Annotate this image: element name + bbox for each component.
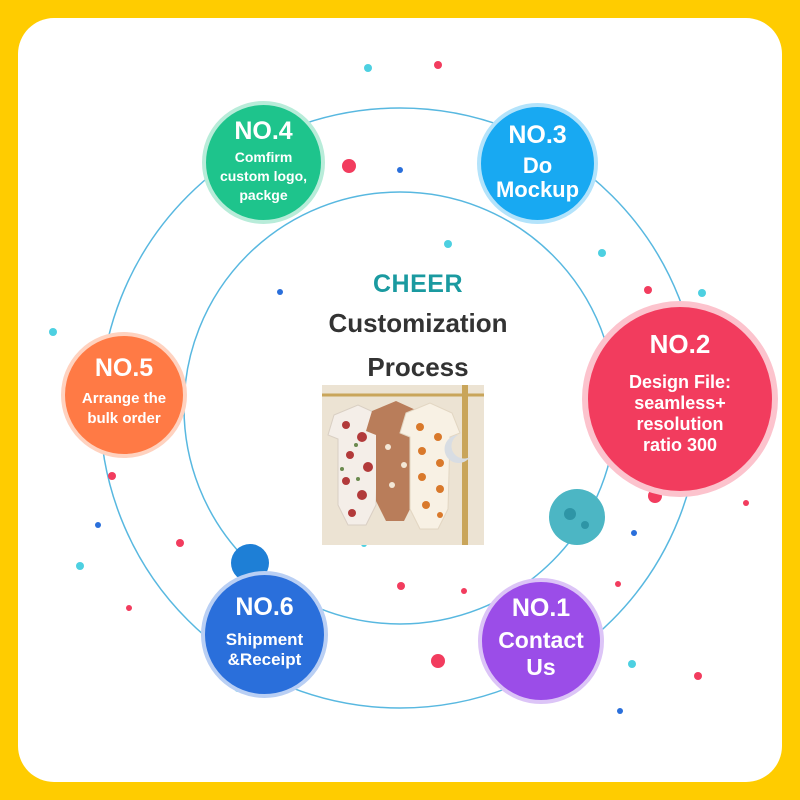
step-2-number: NO.2 — [649, 329, 711, 359]
step-6-circle: NO.6 Shipment &Receipt — [201, 571, 328, 698]
step-1-number: NO.1 — [511, 594, 571, 622]
step-4-text: Comfirm custom logo, packge — [219, 149, 308, 203]
step-5-number: NO.5 — [94, 354, 154, 382]
step-1-text: Contact Us — [498, 627, 584, 680]
step-5-text: Arrange the bulk order — [81, 390, 167, 427]
baby-rompers-photo — [322, 385, 484, 545]
step-2-circle: NO.2 Design File: seamless+ resolution r… — [582, 301, 778, 497]
step-5-circle: NO.5 Arrange the bulk order — [61, 332, 187, 458]
step-2-text: Design File: seamless+ resolution ratio … — [628, 372, 731, 455]
step-3-number: NO.3 — [508, 121, 567, 149]
teal-planet — [549, 489, 605, 545]
rompers-icon — [322, 385, 484, 545]
process-card: CHEER Customization Process NO.4 Comfirm… — [18, 18, 782, 782]
step-6-text: Shipment &Receipt — [225, 630, 304, 669]
step-3-text: Do Mockup — [495, 153, 580, 202]
title-line-1: Customization — [328, 308, 508, 338]
center-title: CHEER Customization Process — [278, 270, 558, 387]
step-1-circle: NO.1 Contact Us — [478, 578, 604, 704]
title-line-2: Process — [367, 352, 469, 382]
step-3-circle: NO.3 Do Mockup — [477, 103, 598, 224]
step-4-number: NO.4 — [234, 117, 293, 145]
step-4-circle: NO.4 Comfirm custom logo, packge — [202, 101, 325, 224]
step-6-number: NO.6 — [235, 593, 294, 621]
brand-name: CHEER — [372, 270, 463, 298]
